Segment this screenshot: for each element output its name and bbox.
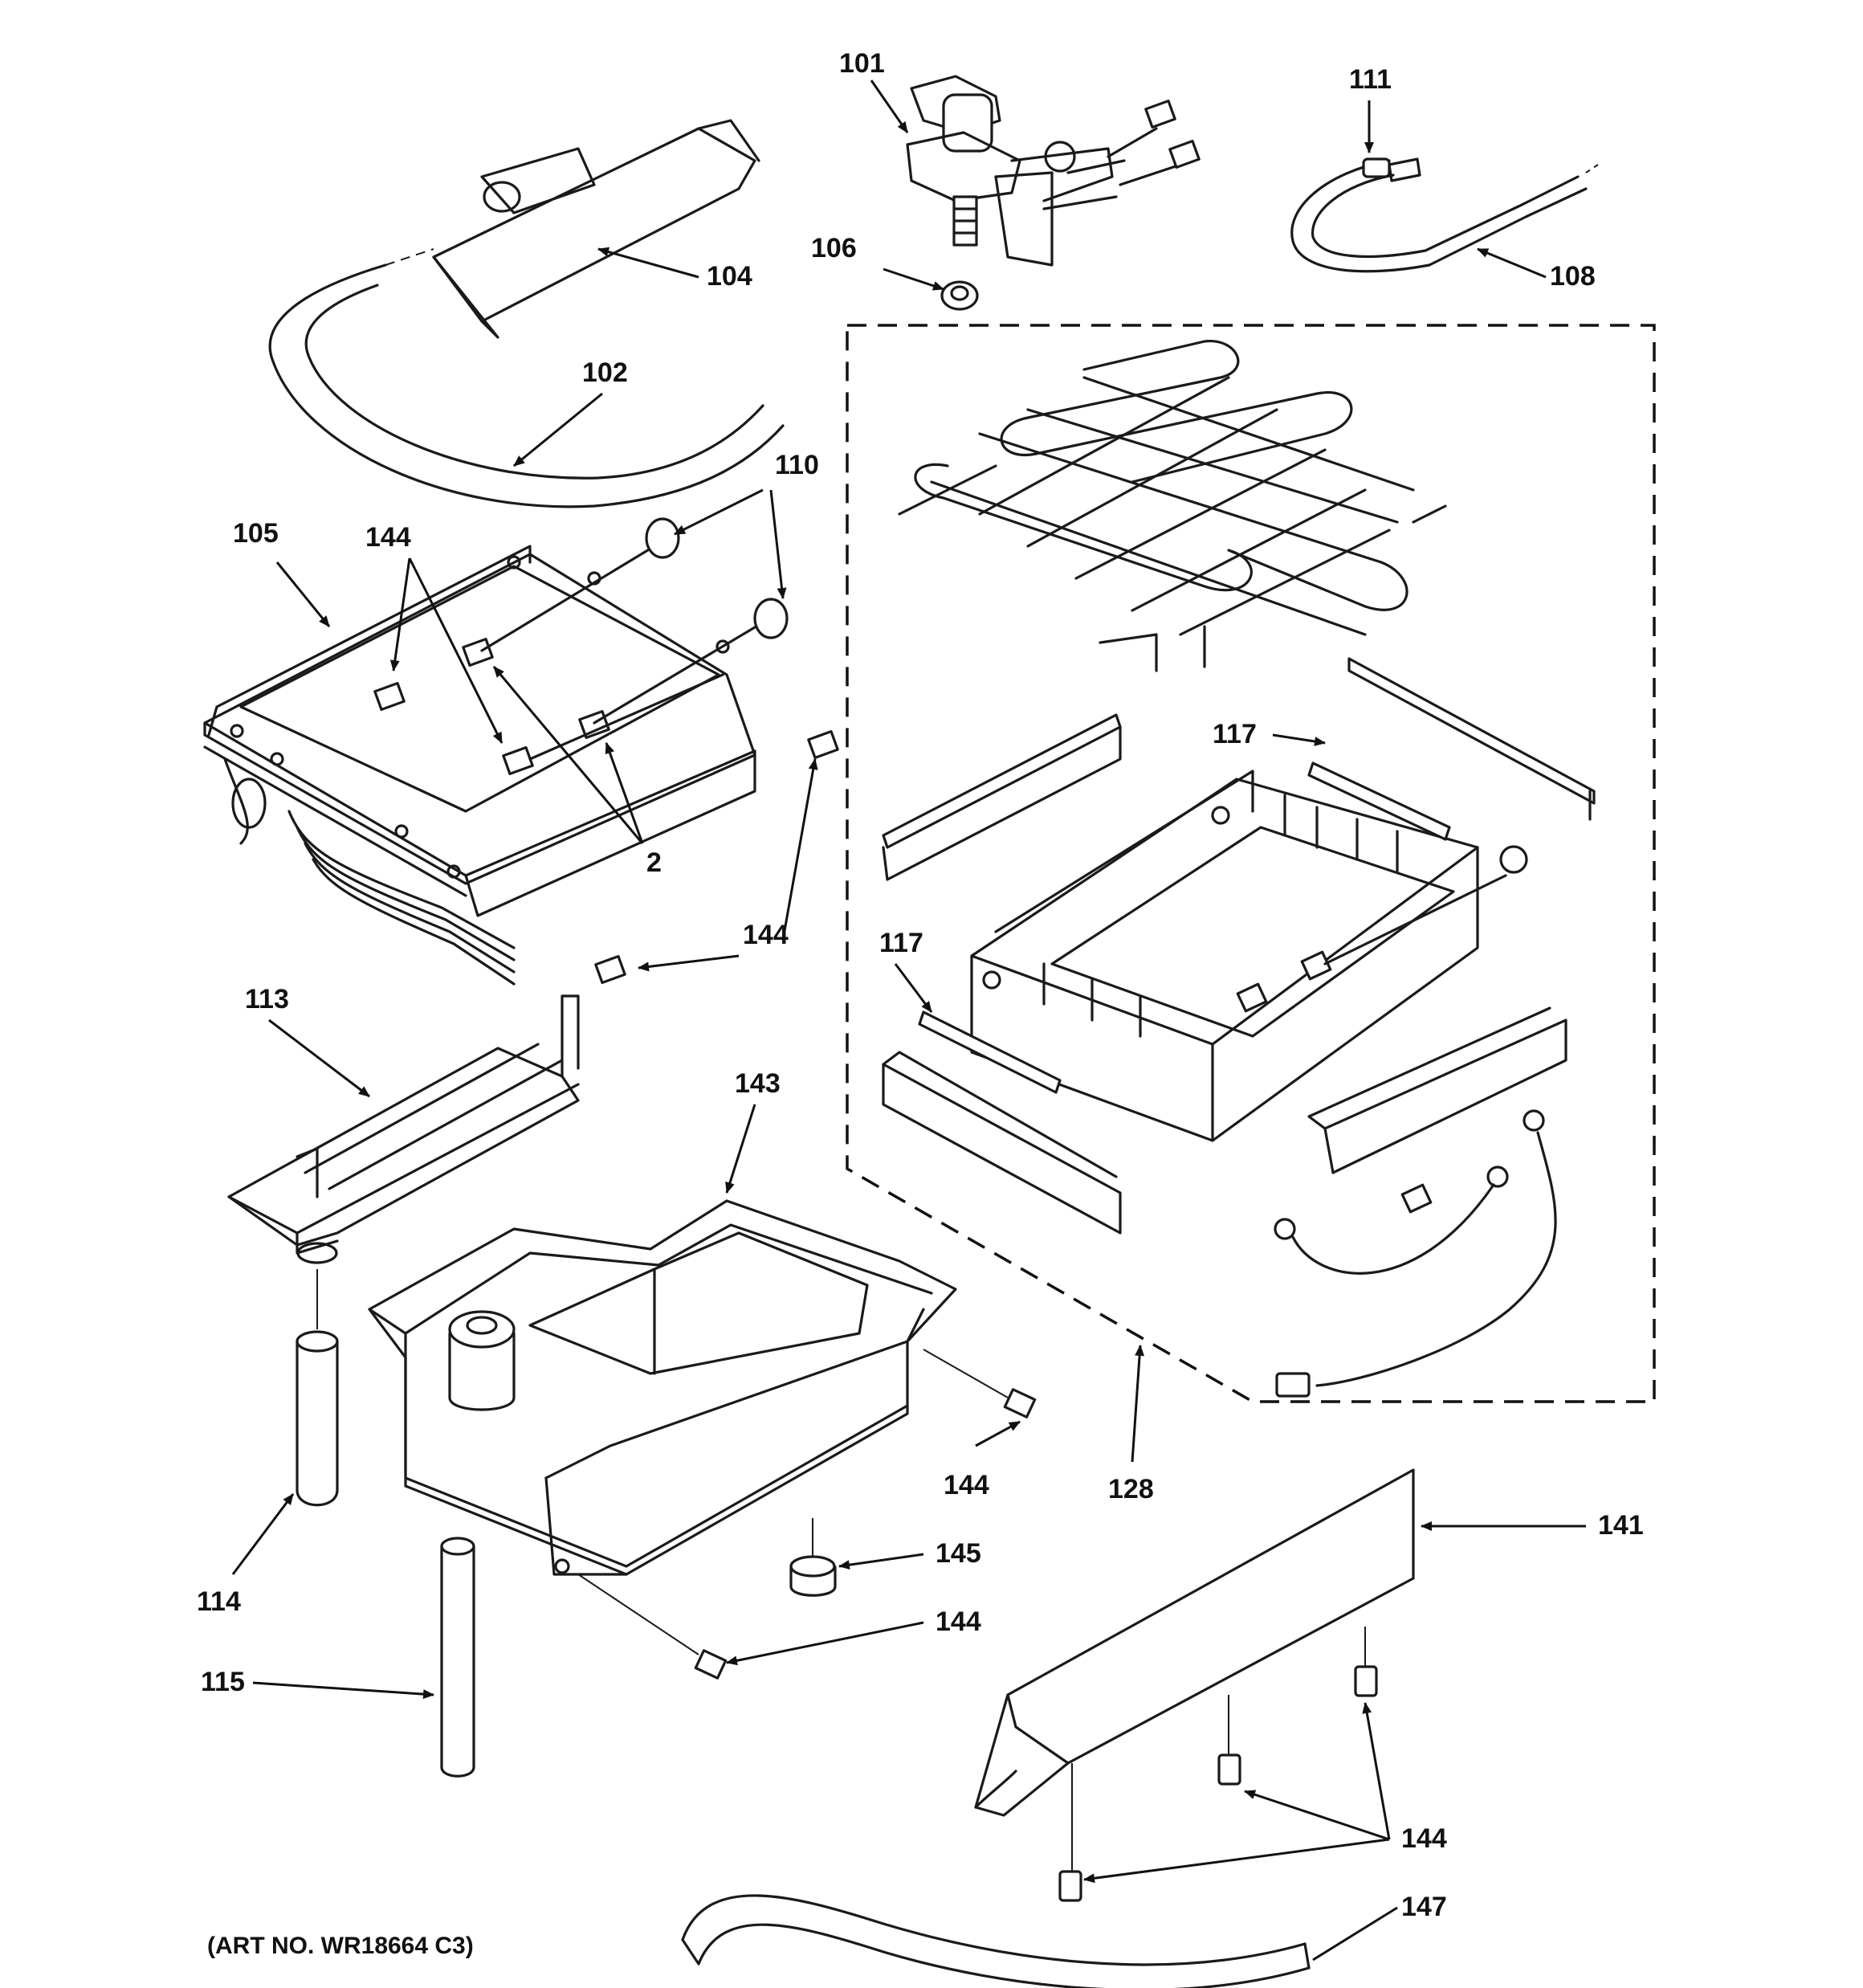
callout-115: 115 — [201, 1667, 245, 1697]
callout-128: 128 — [1108, 1474, 1154, 1504]
callout-104: 104 — [707, 261, 752, 292]
part-fill-tube — [268, 248, 785, 508]
callout-101: 101 — [839, 48, 885, 79]
part-water-valve — [906, 75, 1126, 267]
part-rail-lower-left — [882, 1051, 1122, 1235]
part-rail-upper-right — [1347, 657, 1596, 821]
callout-labels: 101 104 106 111 108 102 110 105 144 2 14… — [197, 48, 1644, 1959]
callout-144-f: 144 — [1401, 1823, 1447, 1854]
part-bracket — [203, 545, 756, 986]
callout-114: 114 — [197, 1586, 241, 1617]
part-grommets — [645, 517, 789, 639]
part-rail-lower-right — [1307, 1006, 1567, 1174]
callout-147: 147 — [1401, 1892, 1447, 1922]
callout-110: 110 — [775, 450, 819, 480]
callout-111: 111 — [1349, 64, 1392, 95]
art-number: (ART NO. WR18664 C3) — [207, 1933, 474, 1959]
callout-2: 2 — [646, 847, 662, 878]
callout-102: 102 — [582, 357, 628, 388]
part-strip-lower — [918, 1010, 1062, 1094]
part-rail-upper-left — [882, 713, 1122, 881]
part-cover-panel — [974, 1468, 1415, 1872]
callout-105: 105 — [233, 518, 279, 549]
part-fill-tube-short — [296, 1269, 339, 1507]
part-ice-bin — [368, 1199, 957, 1576]
assembly-boundary — [846, 324, 1656, 1403]
part-strip-upper — [1307, 761, 1451, 841]
callout-113: 113 — [245, 984, 289, 1014]
part-ice-mold — [970, 769, 1479, 1142]
part-mold-screws — [1236, 845, 1528, 1214]
part-bracket-screws — [373, 545, 839, 985]
part-ground-wires — [1274, 1109, 1557, 1398]
part-tray — [227, 994, 580, 1264]
part-drain-hose — [681, 1894, 1311, 1988]
part-harness-tube — [1290, 157, 1599, 273]
part-heater-grid — [898, 340, 1447, 672]
callout-144-b: 144 — [743, 920, 789, 950]
part-fill-cup — [432, 119, 760, 339]
part-bin-hardware — [577, 1349, 1037, 1680]
callout-144-e: 144 — [936, 1606, 981, 1637]
callout-106: 106 — [811, 233, 857, 263]
leader-lines — [231, 80, 1586, 1961]
part-valve-nut — [940, 280, 979, 311]
callout-117-a: 117 — [1213, 719, 1257, 749]
part-cover-screws — [1058, 1665, 1378, 1902]
callout-108: 108 — [1550, 261, 1596, 292]
callout-143: 143 — [735, 1068, 781, 1099]
callout-144-d: 144 — [944, 1470, 989, 1500]
callout-144-a: 144 — [365, 522, 411, 553]
callout-145: 145 — [936, 1538, 981, 1569]
callout-117-b: 117 — [879, 928, 923, 958]
callout-141: 141 — [1598, 1510, 1644, 1541]
part-valve-screws — [1107, 99, 1201, 186]
part-fill-tube-long — [440, 1537, 475, 1778]
